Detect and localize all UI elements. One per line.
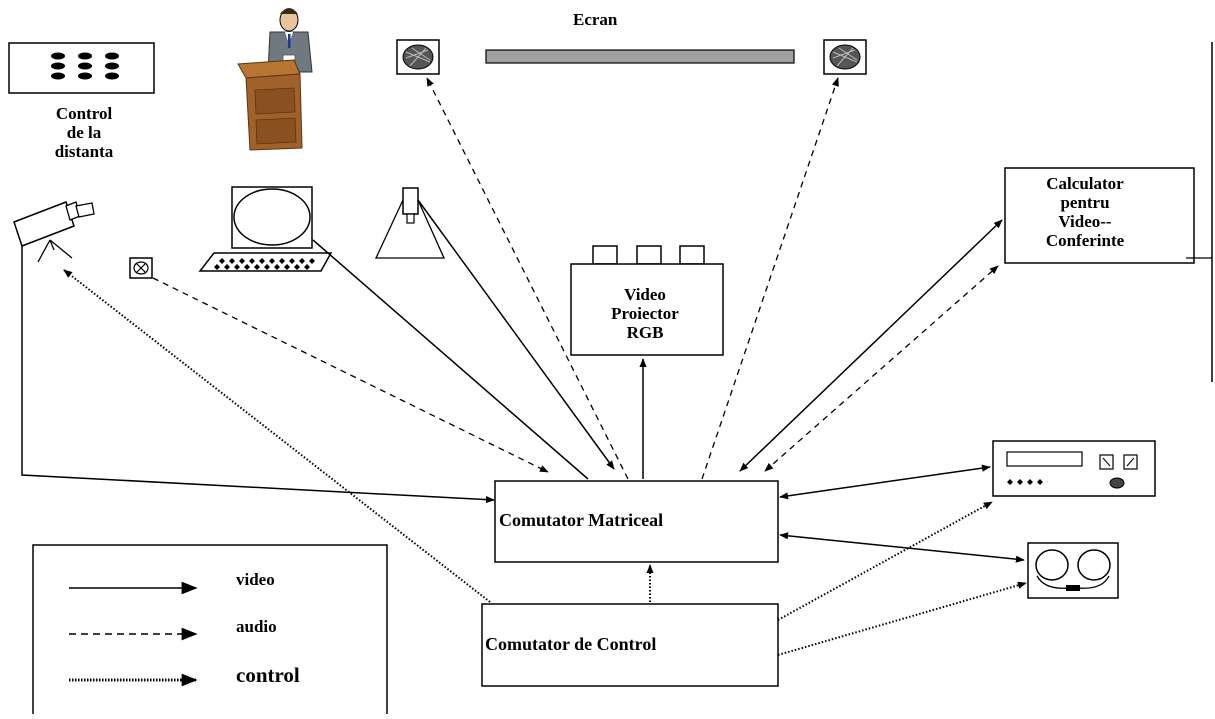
legend-control-label: control [236, 663, 300, 687]
remote-control-label-line1: Control [55, 104, 113, 123]
presenter-at-podium-icon [237, 8, 313, 151]
comutator-matriceal-box [494, 480, 779, 563]
calculator-label: Calculator pentru Video-- Conferinte [1020, 174, 1150, 250]
comutator-control-box [481, 603, 779, 687]
video-line-calculator [739, 219, 1003, 472]
vcr-icon [992, 440, 1156, 497]
video-projector-label-line1: Video [624, 285, 666, 304]
video-line-tape [779, 532, 1025, 563]
microphone-icon [129, 257, 153, 279]
video-camera-icon [13, 201, 95, 263]
calculator-label-line4: Conferinte [1045, 231, 1125, 250]
video-line-monitor [312, 239, 589, 480]
remote-control-label-line3: distanta [54, 142, 114, 161]
audio-line-mic [152, 277, 549, 473]
remote-control-icon [8, 42, 155, 94]
document-camera-icon [374, 187, 446, 259]
control-line-camera [63, 269, 491, 603]
video-line-vcr [779, 464, 991, 500]
audio-line-speaker-left [426, 77, 629, 480]
speaker-right-icon [823, 39, 867, 75]
calculator-label-line3: Video-- [1058, 212, 1112, 231]
audio-line-calculator [764, 265, 999, 472]
remote-control-label-line2: de la [66, 123, 102, 142]
video-projector-label-line2: Proiector [611, 304, 679, 323]
legend-audio-label: audio [236, 617, 277, 636]
projection-screen-icon [485, 49, 795, 64]
legend-video-label: video [236, 570, 275, 589]
legend [32, 544, 388, 714]
video-conference-computer-icon [1004, 167, 1195, 264]
video-projector-icon [570, 245, 724, 356]
video-projector-label-line3: RGB [626, 323, 664, 342]
computer-monitor-icon [198, 186, 333, 272]
calculator-label-line2: pentru [1060, 193, 1110, 212]
control-line-vcr [777, 501, 993, 621]
video-line-camera [21, 246, 495, 504]
tape-recorder-icon [1027, 542, 1119, 599]
calculator-label-line1: Calculator [1046, 174, 1124, 193]
video-projector-label: Video Proiector RGB [585, 285, 705, 342]
screen-label: Ecran [573, 10, 618, 29]
comutator-matriceal-label: Comutator Matriceal [499, 510, 664, 530]
remote-control-label: Control de la distanta [36, 104, 132, 161]
control-line-tape [777, 581, 1027, 656]
speaker-left-icon [396, 39, 440, 75]
video-line-doccam [417, 199, 615, 470]
comutator-control-label: Comutator de Control [485, 634, 657, 654]
